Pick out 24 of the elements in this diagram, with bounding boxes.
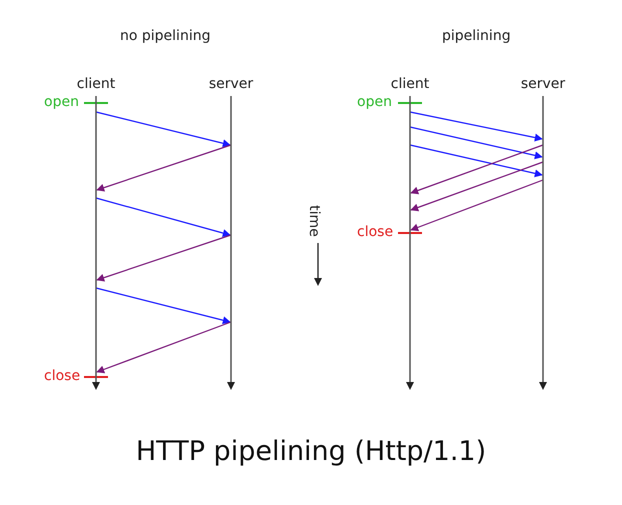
lifeline-label: client xyxy=(76,76,116,92)
open-label: open xyxy=(357,94,392,110)
close-label: close xyxy=(44,368,80,384)
lifeline-label: client xyxy=(390,76,430,92)
message-arrow xyxy=(96,234,232,282)
message-arrow xyxy=(410,179,544,232)
open-label: open xyxy=(44,94,79,110)
lifeline-label: server xyxy=(208,76,254,92)
message-arrow xyxy=(410,144,543,178)
lifeline-label: server xyxy=(520,76,566,92)
message-arrow xyxy=(410,126,543,160)
message-arrow xyxy=(410,161,544,212)
message-arrow xyxy=(410,111,543,142)
panel-heading: pipelining xyxy=(442,28,511,44)
message-arrow xyxy=(410,144,544,194)
panel-heading: no pipelining xyxy=(120,28,210,44)
axis-label: time xyxy=(306,205,322,237)
message-arrow xyxy=(96,111,231,148)
close-label: close xyxy=(357,224,394,240)
caption: HTTP pipelining (Http/1.1) xyxy=(134,436,488,467)
message-arrow xyxy=(96,321,232,374)
message-arrow xyxy=(96,144,232,192)
message-arrow xyxy=(96,287,231,324)
message-arrow xyxy=(96,197,231,237)
